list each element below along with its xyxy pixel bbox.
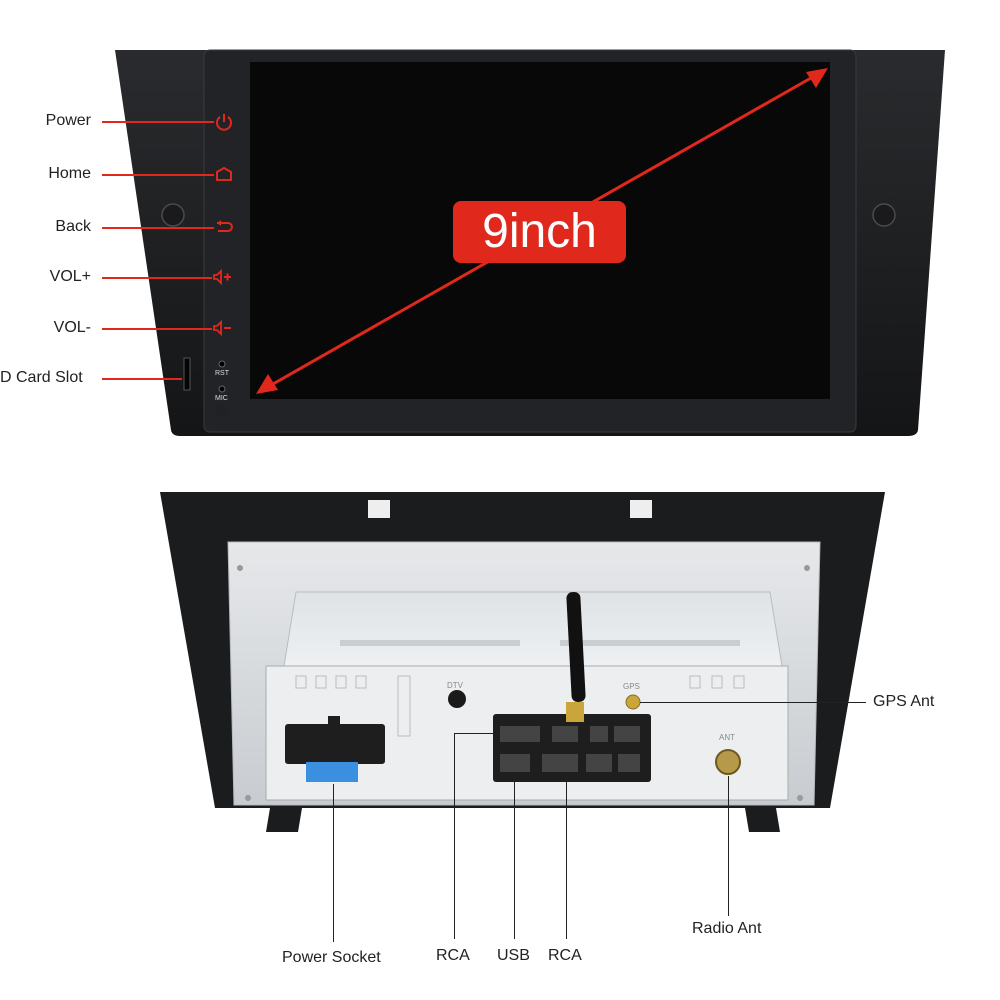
home-leader-line [102,174,214,176]
vol-down-label: VOL- [53,319,91,336]
power-icon[interactable] [214,112,234,132]
vol-up-label: VOL+ [49,268,91,285]
sd-card-slot-label: D Card Slot [0,369,83,386]
rca-right-label: RCA [548,947,582,964]
volume-down-icon[interactable] [212,318,232,338]
rca-right-leader-line [566,772,567,939]
back-arrow-icon[interactable] [214,217,234,237]
screen-size-badge: 9inch [453,201,626,263]
home-label: Home [48,165,91,182]
rca-left-leader-line [454,733,455,939]
rca-left-label: RCA [436,947,470,964]
gps-ant-leader-line [640,702,866,703]
dtv-port-label: DTV [447,681,463,690]
gps-ant-label: GPS Ant [873,693,935,710]
volume-up-icon[interactable] [212,267,232,287]
radio-ant-label: Radio Ant [692,920,762,937]
back-leader-line [102,227,214,229]
rst-label: RST [215,370,229,377]
ant-port-label: ANT [719,733,735,742]
sd-slot-leader-line [102,378,182,380]
rear-panel-body [160,492,885,832]
gps-port-label: GPS [623,682,640,691]
vol-down-leader-line [102,328,212,330]
mic-label: MIC [215,395,228,402]
power-socket-label: Power Socket [282,949,381,966]
usb-label: USB [497,947,530,964]
usb-leader-line [514,772,515,939]
power-leader-line [102,121,214,123]
rca-left-leader-hline [454,733,498,734]
vol-up-leader-line [102,277,212,279]
home-icon[interactable] [214,164,234,184]
power-socket-leader-line [333,784,334,942]
power-label: Power [45,112,91,129]
radio-ant-leader-line [728,776,729,916]
back-label: Back [55,218,91,235]
